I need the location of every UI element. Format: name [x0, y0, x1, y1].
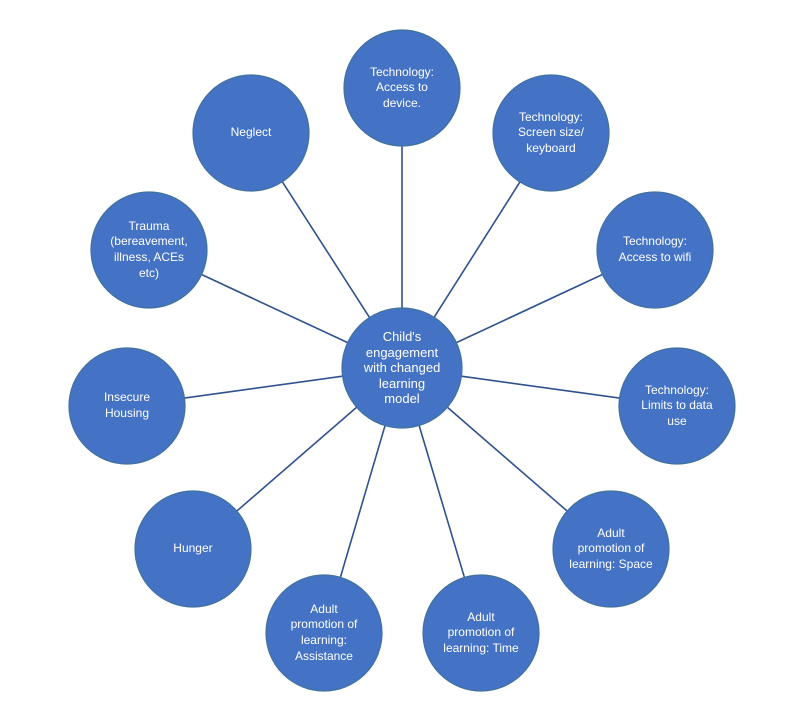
circles [68, 29, 736, 692]
node-label-adult-promotion-assistance: Adult promotion of learning: Assistance [290, 601, 358, 663]
connector-adult-promotion-assistance [339, 425, 386, 578]
node-trauma [90, 191, 208, 309]
node-label-insecure-housing: Insecure Housing [103, 390, 150, 420]
node-label-adult-promotion-time: Adult promotion of learning: Time [443, 609, 519, 655]
node-adult-promotion-assistance [265, 574, 383, 692]
node-insecure-housing [68, 347, 186, 465]
node-label-adult-promotion-space: Adult promotion of learning: Space [569, 525, 653, 571]
node-adult-promotion-time [422, 574, 540, 692]
node-technology-data-limits [618, 347, 736, 465]
node-label-trauma: Trauma (bereavement, illness, ACEs etc) [110, 218, 188, 280]
node-adult-promotion-space [552, 490, 670, 608]
connector-hunger [236, 406, 358, 512]
node-label-technology-access-device: Technology: Access to device. [369, 64, 434, 110]
connector-neglect [281, 181, 371, 318]
node-hunger [134, 490, 252, 608]
node-neglect [192, 74, 310, 192]
node-label-technology-screen-size: Technology: Screen size/ keyboard [517, 109, 584, 155]
node-label-technology-data-limits: Technology: Limits to data use [641, 382, 713, 428]
connectors [184, 146, 620, 578]
connector-insecure-housing [184, 375, 343, 399]
node-technology-access-wifi [596, 191, 714, 309]
connector-adult-promotion-time [418, 425, 466, 578]
node-technology-access-device [343, 29, 461, 147]
connector-adult-promotion-space [446, 406, 568, 512]
node-label-hunger: Hunger [173, 541, 213, 556]
connector-technology-access-wifi [456, 273, 603, 344]
node-label-neglect: Neglect [230, 125, 272, 140]
node-technology-screen-size [492, 74, 610, 192]
center-node [341, 307, 463, 429]
center-node-label: Child's engagement with changed learning… [363, 329, 441, 407]
connector-technology-screen-size [433, 181, 521, 318]
node-label-technology-access-wifi: Technology: Access to wifi [618, 234, 692, 264]
connector-technology-data-limits [461, 375, 620, 399]
connector-trauma [201, 273, 348, 344]
